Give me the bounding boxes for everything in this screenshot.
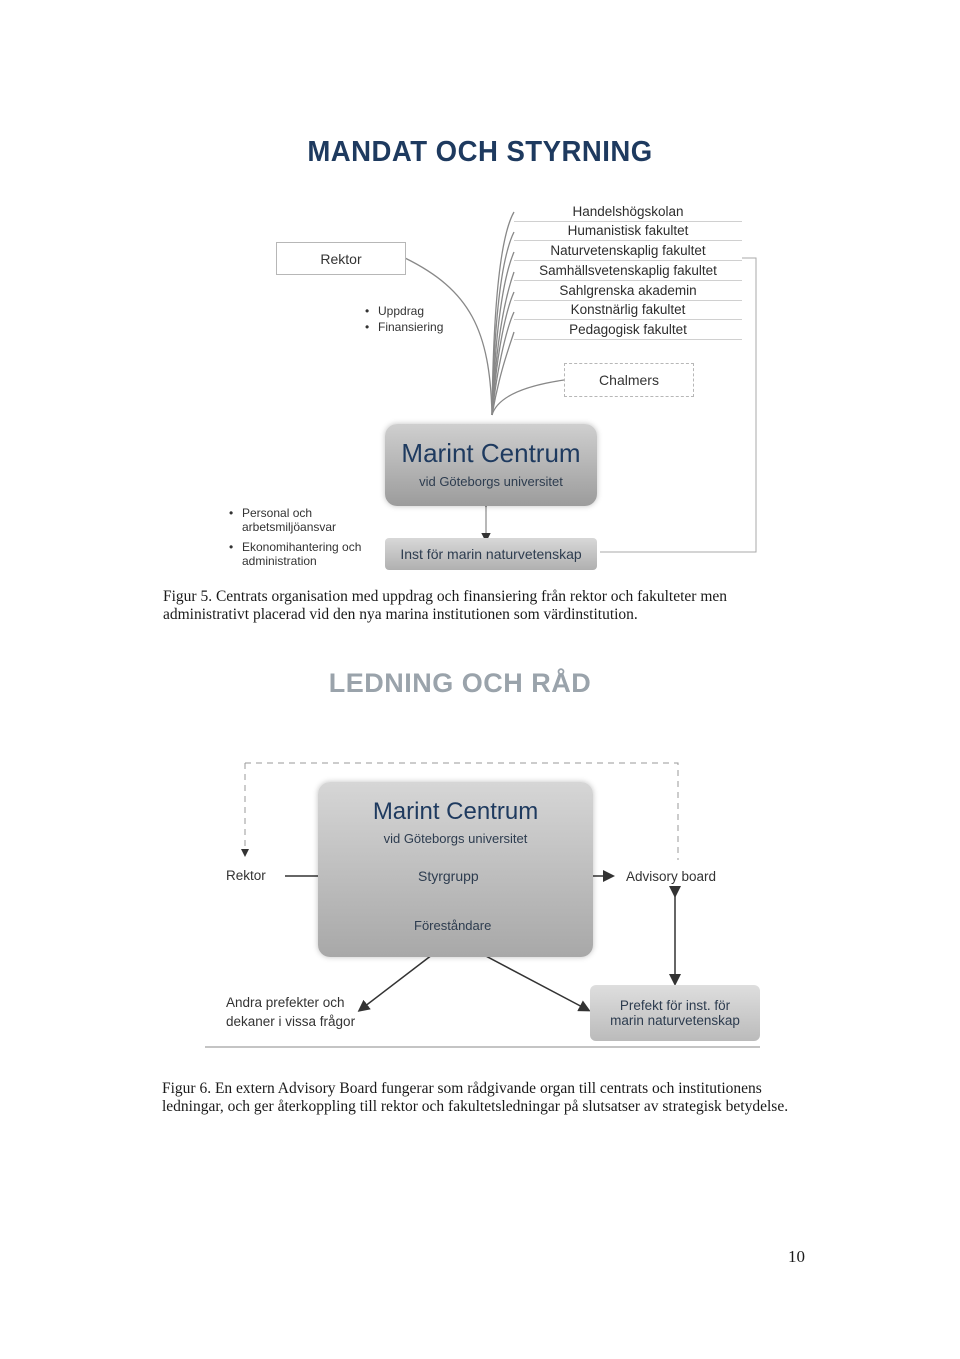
prefekt-line1: Prefekt för inst. för [619, 998, 731, 1013]
andra-prefekter-line2: dekaner i vissa frågor [226, 1014, 356, 1029]
chalmers-box: Chalmers [564, 363, 694, 397]
center-subtitle: vid Göteborgs universitet [419, 474, 563, 489]
figure6-caption: Figur 6. En extern Advisory Board funger… [162, 1080, 789, 1115]
prefekt-line2: marin naturvetenskap [610, 1013, 740, 1028]
faculty-item: Humanistisk fakultet [514, 221, 742, 241]
andra-prefekter-line1: Andra prefekter och [226, 995, 345, 1010]
section-heading-ledning: LEDNING OCH RÅD [328, 668, 592, 698]
faculty-item: Pedagogisk fakultet [514, 320, 742, 340]
bullet-finansiering: Finansiering [365, 320, 443, 334]
rektor-box: Rektor [276, 242, 406, 275]
inst-label: Inst för marin naturvetenskap [400, 546, 582, 562]
inst-box: Inst för marin naturvetenskap [385, 538, 597, 570]
chalmers-label: Chalmers [599, 372, 659, 388]
prefekt-box: Prefekt för inst. för marin naturvetensk… [590, 985, 760, 1041]
marint-centrum-block-fig6: Marint Centrum vid Göteborgs universitet [318, 782, 593, 957]
faculty-item: Handelshögskolan [514, 202, 742, 222]
faculty-item: Naturvetenskaplig fakultet [514, 241, 742, 261]
forestandare-label: Föreståndare [414, 918, 492, 933]
section-heading-mandat: MANDAT OCH STYRNING [307, 136, 653, 168]
faculty-item: Konstnärlig fakultet [514, 300, 742, 320]
rektor-label: Rektor [320, 250, 362, 267]
styrgrupp-label: Styrgrupp [418, 868, 479, 884]
marint-centrum-block-fig5: Marint Centrum vid Göteborgs universitet [385, 424, 597, 506]
bullet-personal: Personal och arbetsmiljöansvar [229, 506, 362, 534]
bullet-uppdrag: Uppdrag [365, 304, 424, 318]
center-title: Marint Centrum [401, 438, 581, 468]
page-number: 10 [788, 1247, 805, 1266]
rektor-label-fig6: Rektor [226, 868, 266, 883]
center-title: Marint Centrum [372, 798, 539, 825]
advisory-board-label: Advisory board [626, 869, 717, 884]
center-subtitle: vid Göteborgs universitet [383, 831, 528, 846]
faculty-item: Sahlgrenska akademin [514, 281, 742, 301]
bullet-ekonomi: Ekonomihantering och administration [229, 540, 362, 568]
faculty-item: Samhällsvetenskaplig fakultet [514, 261, 742, 281]
figure5-caption: Figur 5. Centrats organisation med uppdr… [163, 588, 728, 623]
